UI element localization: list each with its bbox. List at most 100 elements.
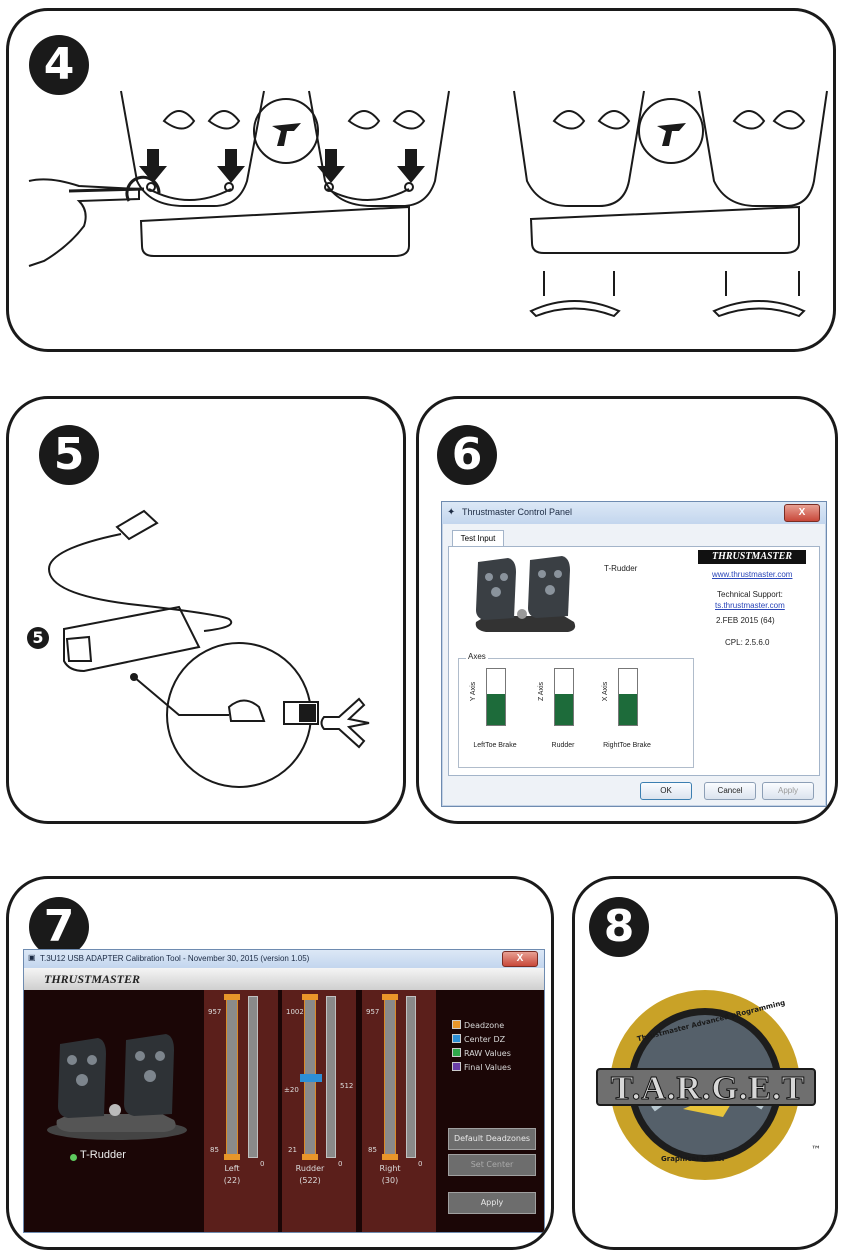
t-rudder-pedals-image <box>475 556 576 632</box>
axis-meter-1 <box>554 668 574 726</box>
step-8-number: 8 <box>589 897 649 957</box>
step-5-number: 5 <box>39 425 99 485</box>
legend-label-1: Center DZ <box>464 1035 506 1044</box>
deadzone-bottom-2 <box>382 1154 398 1160</box>
thrustmaster-logo: THRUSTMASTER <box>44 972 141 986</box>
device-name: T-Rudder <box>80 1149 126 1161</box>
app-icon: ▣ <box>28 953 36 962</box>
deadzone-bottom-0 <box>224 1154 240 1160</box>
legend-label-2: RAW Values <box>464 1049 511 1058</box>
zero-value-2: 0 <box>418 1160 423 1168</box>
center-deadzone <box>300 1074 322 1082</box>
step-4-panel: 4 <box>6 8 836 352</box>
axis-label-1: Z Axis <box>538 681 546 702</box>
zero-value-1: 0 <box>338 1160 343 1168</box>
top-value-0: 957 <box>208 1008 222 1016</box>
legend-swatch-2 <box>452 1048 461 1057</box>
close-button[interactable]: X <box>502 951 538 967</box>
axis-name-2: RightToe Brake <box>603 742 651 749</box>
ok-button[interactable]: OK <box>640 782 692 800</box>
center-right-value: 512 <box>340 1082 354 1090</box>
final-bar-1 <box>326 996 336 1158</box>
website-link[interactable]: www.thrustmaster.com <box>712 570 793 579</box>
axes-group <box>458 658 694 768</box>
axis-meter-2 <box>618 668 638 726</box>
legend-swatch-3 <box>452 1062 461 1071</box>
set-center-button[interactable]: Set Center <box>448 1154 536 1176</box>
axis-label-2: X Axis <box>602 681 610 702</box>
top-value-1: 1002 <box>286 1008 304 1016</box>
legend-swatch-0 <box>452 1020 461 1029</box>
column-name-1: Rudder <box>295 1164 325 1173</box>
step-6-number: 6 <box>437 425 497 485</box>
axis-meter-0 <box>486 668 506 726</box>
cancel-button[interactable]: Cancel <box>704 782 756 800</box>
top-value-2: 957 <box>366 1008 380 1016</box>
step-5-panel: 5 5 <box>6 396 406 824</box>
step-8-panel: 8 Thrustmaster Advanced pRogramming T.A.… <box>572 876 838 1250</box>
legend-label-0: Deadzone <box>464 1021 505 1030</box>
legend-item-0: Deadzone <box>452 1020 504 1030</box>
step-7-number: 7 <box>29 897 89 957</box>
axis-name-1: Rudder <box>551 742 575 749</box>
app-icon: ✦ <box>447 507 456 518</box>
bottom-value-2: 85 <box>368 1146 377 1154</box>
support-link[interactable]: ts.thrustmaster.com <box>715 601 785 610</box>
axis-level-1 <box>555 694 573 725</box>
step-5-small-number: 5 <box>27 627 49 649</box>
axis-label-0: Y Axis <box>470 681 478 702</box>
driver-date: 2.FEB 2015 (64) <box>716 616 775 625</box>
raw-bar-2 <box>384 996 396 1158</box>
brand-header: THRUSTMASTER <box>24 968 544 990</box>
status-dot <box>70 1154 77 1161</box>
final-bar-2 <box>406 996 416 1158</box>
column-name-0: Left <box>224 1164 240 1173</box>
usb-adapter-illustration <box>47 509 370 788</box>
step-6-panel: 6 ✦ Thrustmaster Control Panel X Test In… <box>416 396 838 824</box>
calibration-window: ▣ T.3U12 USB ADAPTER Calibration Tool - … <box>23 949 545 1233</box>
apply-button[interactable]: Apply <box>448 1192 536 1214</box>
target-main-text: T.A.R.G.E.T <box>610 1070 806 1108</box>
thrustmaster-logo: THRUSTMASTER <box>698 550 806 564</box>
trademark-symbol: ™ <box>811 1145 821 1156</box>
control-panel-window: ✦ Thrustmaster Control Panel X Test Inpu… <box>441 501 827 807</box>
tab-test-input[interactable]: Test Input <box>452 530 504 547</box>
legend-swatch-1 <box>452 1034 461 1043</box>
calibration-title: T.3U12 USB ADAPTER Calibration Tool - No… <box>40 954 310 963</box>
legend-label-3: Final Values <box>464 1063 512 1072</box>
close-button[interactable]: X <box>784 504 820 522</box>
step-4-number: 4 <box>29 35 89 95</box>
axis-name-0: LeftToe Brake <box>473 742 517 749</box>
legend-item-1: Center DZ <box>452 1034 505 1044</box>
legend-item-3: Final Values <box>452 1062 511 1072</box>
center-value: ±20 <box>284 1086 299 1094</box>
bottom-value-0: 85 <box>210 1146 219 1154</box>
support-label: Technical Support: <box>717 590 783 599</box>
legend-item-2: RAW Values <box>452 1048 511 1058</box>
control-panel-titlebar: ✦ Thrustmaster Control Panel X <box>442 502 826 524</box>
raw-bar-0 <box>226 996 238 1158</box>
step-7-panel: 7 ▣ T.3U12 USB ADAPTER Calibration Tool … <box>6 876 554 1250</box>
axis-level-2 <box>619 694 637 725</box>
deadzone-top-2 <box>382 994 398 1000</box>
column-value-1: (522) <box>299 1176 321 1185</box>
apply-button[interactable]: Apply <box>762 782 814 800</box>
pedal-disassembly-illustration <box>28 90 828 318</box>
device-name: T-Rudder <box>604 564 638 573</box>
control-panel-title: Thrustmaster Control Panel <box>462 507 573 517</box>
axis-level-0 <box>487 694 505 725</box>
column-name-2: Right <box>379 1164 401 1173</box>
calibration-titlebar: ▣ T.3U12 USB ADAPTER Calibration Tool - … <box>24 950 544 968</box>
final-bar-0 <box>248 996 258 1158</box>
axes-group-label: Axes <box>466 652 488 661</box>
deadzone-top-0 <box>224 994 240 1000</box>
deadzone-bottom-1 <box>302 1154 318 1160</box>
column-1 <box>282 990 356 1232</box>
default-deadzones-button[interactable]: Default Deadzones <box>448 1128 536 1150</box>
target-bottom-text: Graphical EdiTor <box>661 1155 726 1163</box>
cpl-version: CPL: 2.5.6.0 <box>725 638 770 647</box>
column-value-0: (22) <box>223 1176 241 1185</box>
column-2 <box>362 990 436 1232</box>
column-value-2: (30) <box>381 1176 399 1185</box>
t-rudder-pedals-image <box>47 1034 187 1140</box>
